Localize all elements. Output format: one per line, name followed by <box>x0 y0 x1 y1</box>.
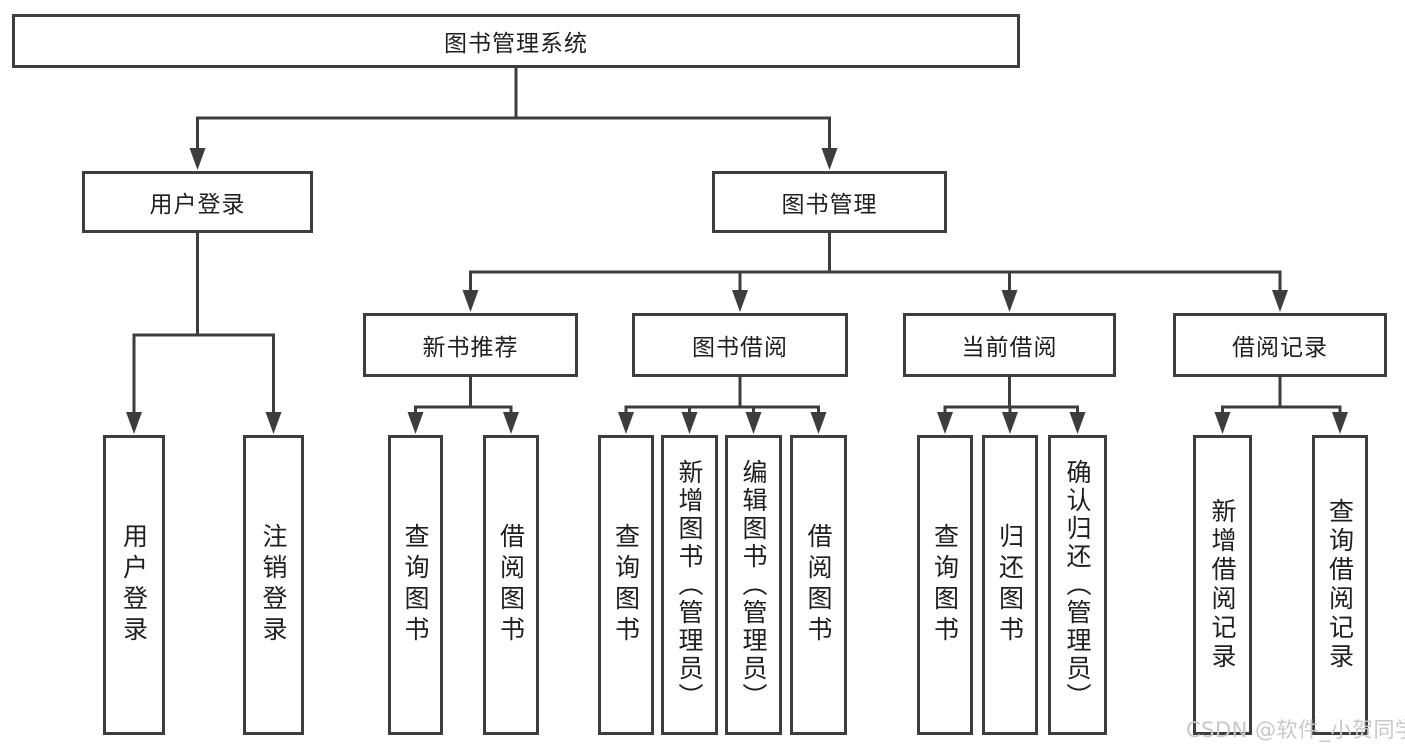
leaf-query-books-borrowing: 查询图书 <box>598 435 654 735</box>
leaf-edit-books-admin: 编辑图书（管理员） <box>725 435 782 735</box>
node-user-login-module: 用户登录 <box>82 171 313 233</box>
node-borrowing-records: 借阅记录 <box>1173 313 1387 377</box>
node-book-management-module: 图书管理 <box>712 171 947 233</box>
node-library-management-system: 图书管理系统 <box>12 14 1020 68</box>
leaf-query-borrow-record: 查询借阅记录 <box>1312 435 1368 735</box>
node-current-borrowing: 当前借阅 <box>903 313 1116 377</box>
csdn-watermark: CSDN @软件_小贺同学 <box>1186 718 1405 742</box>
node-new-book-recommendation: 新书推荐 <box>363 313 578 377</box>
leaf-borrow-books-recommend: 借阅图书 <box>483 435 539 735</box>
node-book-borrowing: 图书借阅 <box>632 313 848 377</box>
leaf-borrow-books: 借阅图书 <box>790 435 847 735</box>
leaf-add-books-admin: 新增图书（管理员） <box>661 435 718 735</box>
leaf-logout: 注销登录 <box>243 435 304 735</box>
leaf-return-books: 归还图书 <box>982 435 1038 735</box>
leaf-confirm-return-admin: 确认归还（管理员） <box>1048 435 1107 735</box>
leaf-user-login: 用户登录 <box>103 435 165 735</box>
leaf-add-borrow-record: 新增借阅记录 <box>1193 435 1252 735</box>
leaf-query-books-recommend: 查询图书 <box>388 435 443 735</box>
leaf-query-books-current: 查询图书 <box>917 435 973 735</box>
